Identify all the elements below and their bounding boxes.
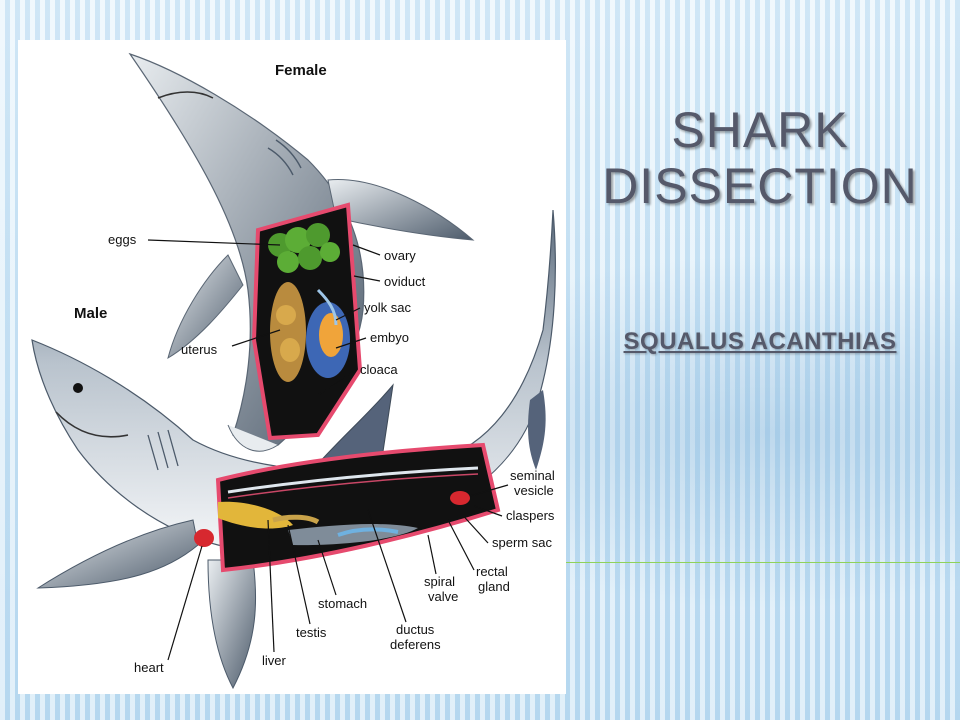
label-yolk-sac: yolk sac — [364, 300, 411, 315]
label-oviduct: oviduct — [384, 274, 426, 289]
label-seminal-1: seminal — [510, 468, 555, 483]
label-sperm-sac: sperm sac — [492, 535, 552, 550]
accent-rule — [566, 562, 960, 563]
label-rectal-1: rectal — [476, 564, 508, 579]
label-eggs: eggs — [108, 232, 137, 247]
male-label: Male — [74, 305, 107, 322]
label-ductus-1: ductus — [396, 622, 435, 637]
label-spiral-2: valve — [428, 589, 458, 604]
label-spiral-1: spiral — [424, 574, 455, 589]
label-ductus-2: deferens — [390, 637, 441, 652]
female-label: Female — [275, 62, 327, 79]
heart-organ — [194, 529, 214, 547]
label-rectal-2: gland — [478, 579, 510, 594]
male-shark — [31, 209, 556, 690]
species-subtitle: SQUALUS ACANTHIAS — [623, 328, 897, 355]
label-uterus: uterus — [181, 342, 218, 357]
diagram-svg: Female eggs ovary oviduct yolk sac embyo… — [31, 52, 556, 690]
shark-anatomy-diagram: Female eggs ovary oviduct yolk sac embyo… — [18, 40, 566, 694]
slide-title: SHARK DISSECTION — [580, 102, 940, 214]
male-labels: Male seminal vesicle claspers sperm sac … — [74, 305, 555, 675]
label-embyo: embyo — [370, 330, 409, 345]
female-shark — [128, 52, 475, 452]
label-heart: heart — [134, 660, 164, 675]
label-cloaca: cloaca — [360, 362, 398, 377]
label-testis: testis — [296, 625, 327, 640]
label-liver: liver — [262, 653, 287, 668]
label-seminal-2: vesicle — [514, 483, 554, 498]
title-line-2: DISSECTION — [602, 158, 918, 214]
label-ovary: ovary — [384, 248, 416, 263]
label-claspers: claspers — [506, 508, 555, 523]
label-stomach: stomach — [318, 596, 367, 611]
female-labels: Female eggs ovary oviduct yolk sac embyo… — [108, 62, 426, 396]
title-line-1: SHARK — [671, 102, 849, 158]
